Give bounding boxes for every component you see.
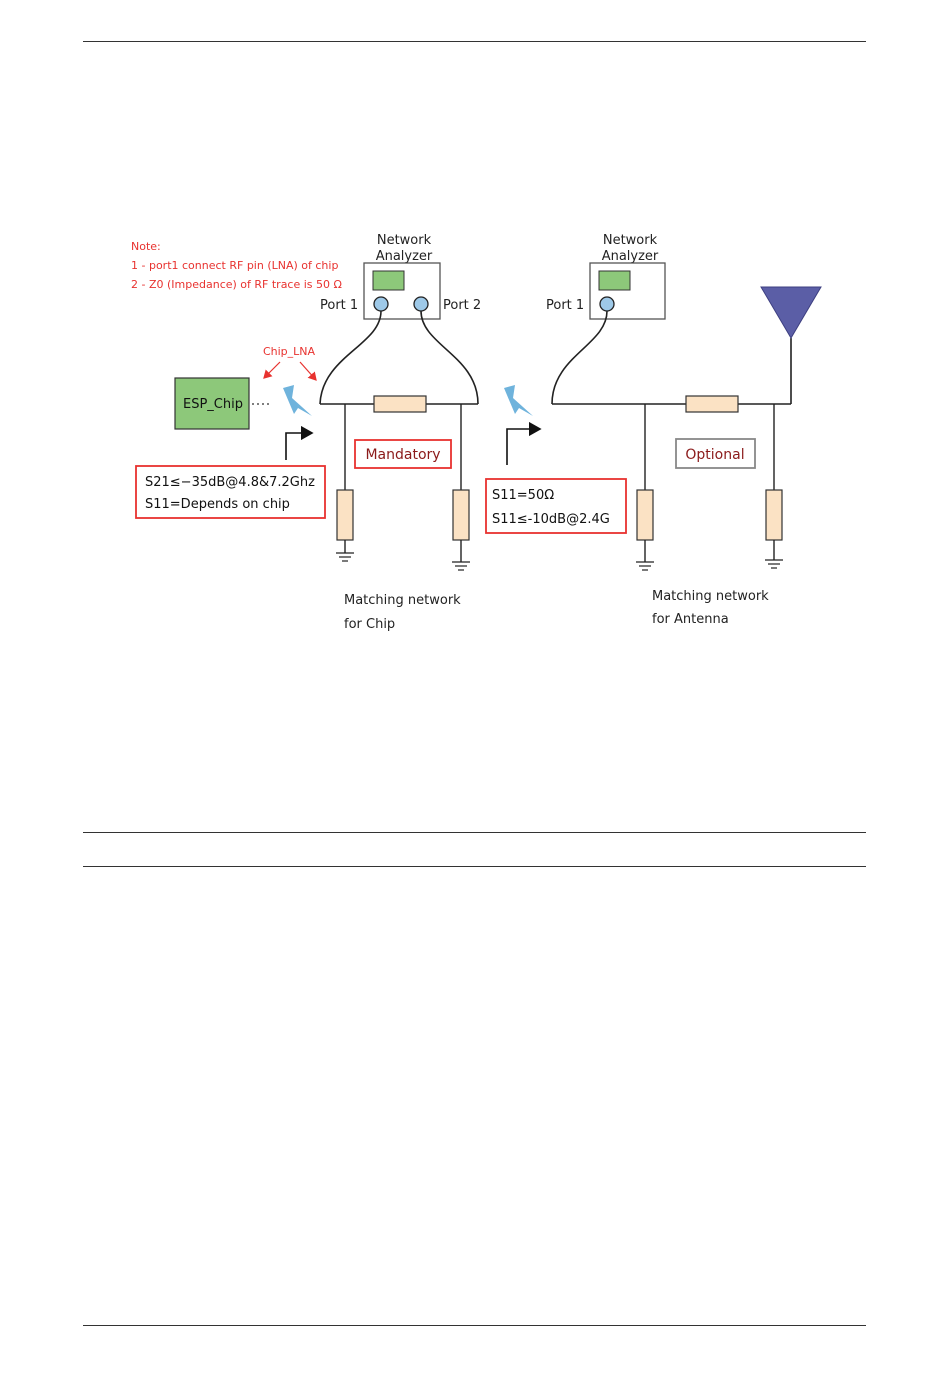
ground-icon [765,560,783,568]
antenna-spec-line-1: S11=50Ω [492,488,554,503]
ground-icon [636,562,654,570]
chip-spec-line-2: S11=Depends on chip [145,497,290,512]
analyzer-left-port1-label: Port 1 [320,298,358,313]
network-analyzer-left: Network Analyzer Port 1 Port 2 [320,233,481,319]
series-resistor-antenna [686,396,738,412]
analyzer-left-port1-connector [374,297,388,311]
lightning-icon [283,385,312,416]
esp-chip-label: ESP_Chip [183,397,243,412]
note-line-1: 1 - port1 connect RF pin (LNA) of chip [131,259,338,272]
analyzer-right-screen [599,271,630,290]
analyzer-right-port1-label: Port 1 [546,298,584,313]
note-block: Note: 1 - port1 connect RF pin (LNA) of … [131,240,342,291]
analyzer-right-title-2: Analyzer [602,249,659,264]
shunt-resistor-chip-left [337,490,353,540]
mandatory-label: Mandatory [365,447,440,463]
analyzer-right-port1-connector [600,297,614,311]
antenna-icon [761,287,821,338]
analyzer-left-screen [373,271,404,290]
analyzer-left-title-2: Analyzer [376,249,433,264]
optional-label: Optional [685,447,744,463]
note-line-2: 2 - Z0 (Impedance) of RF trace is 50 Ω [131,278,342,291]
analyzer-left-port2-connector [414,297,428,311]
analyzer-left-title-1: Network [377,233,432,248]
chip-lna-arrow-left [264,362,280,378]
network-analyzer-right: Network Analyzer Port 1 [546,233,665,319]
analyzer-left-port2-label: Port 2 [443,298,481,313]
lightning-icon [504,385,533,416]
antenna-spec-line-2: S11≤-10dB@2.4G [492,512,610,527]
chip-lna-label: Chip_LNA [263,345,316,358]
shunt-resistor-antenna-right [766,490,782,540]
left-cable-port1 [320,311,381,404]
measure-arrow-antenna [507,429,540,465]
right-cable-port1 [552,311,607,404]
ground-icon [452,562,470,570]
shunt-resistor-chip-right [453,490,469,540]
chip-spec-line-1: S21≤−35dB@4.8&7.2Ghz [145,475,315,490]
match-antenna-caption-1: Matching network [652,589,769,604]
analyzer-right-title-1: Network [603,233,658,248]
note-title: Note: [131,240,161,253]
chip-matching-network [320,396,478,570]
ground-icon [336,553,354,561]
measure-arrow-chip [286,433,312,460]
match-chip-caption-1: Matching network [344,593,461,608]
match-chip-caption-2: for Chip [344,617,395,632]
shunt-resistor-antenna-left [637,490,653,540]
chip-lna-arrow-right [300,362,316,380]
match-antenna-caption-2: for Antenna [652,612,729,627]
series-resistor-chip [374,396,426,412]
left-cable-port2 [421,311,478,404]
